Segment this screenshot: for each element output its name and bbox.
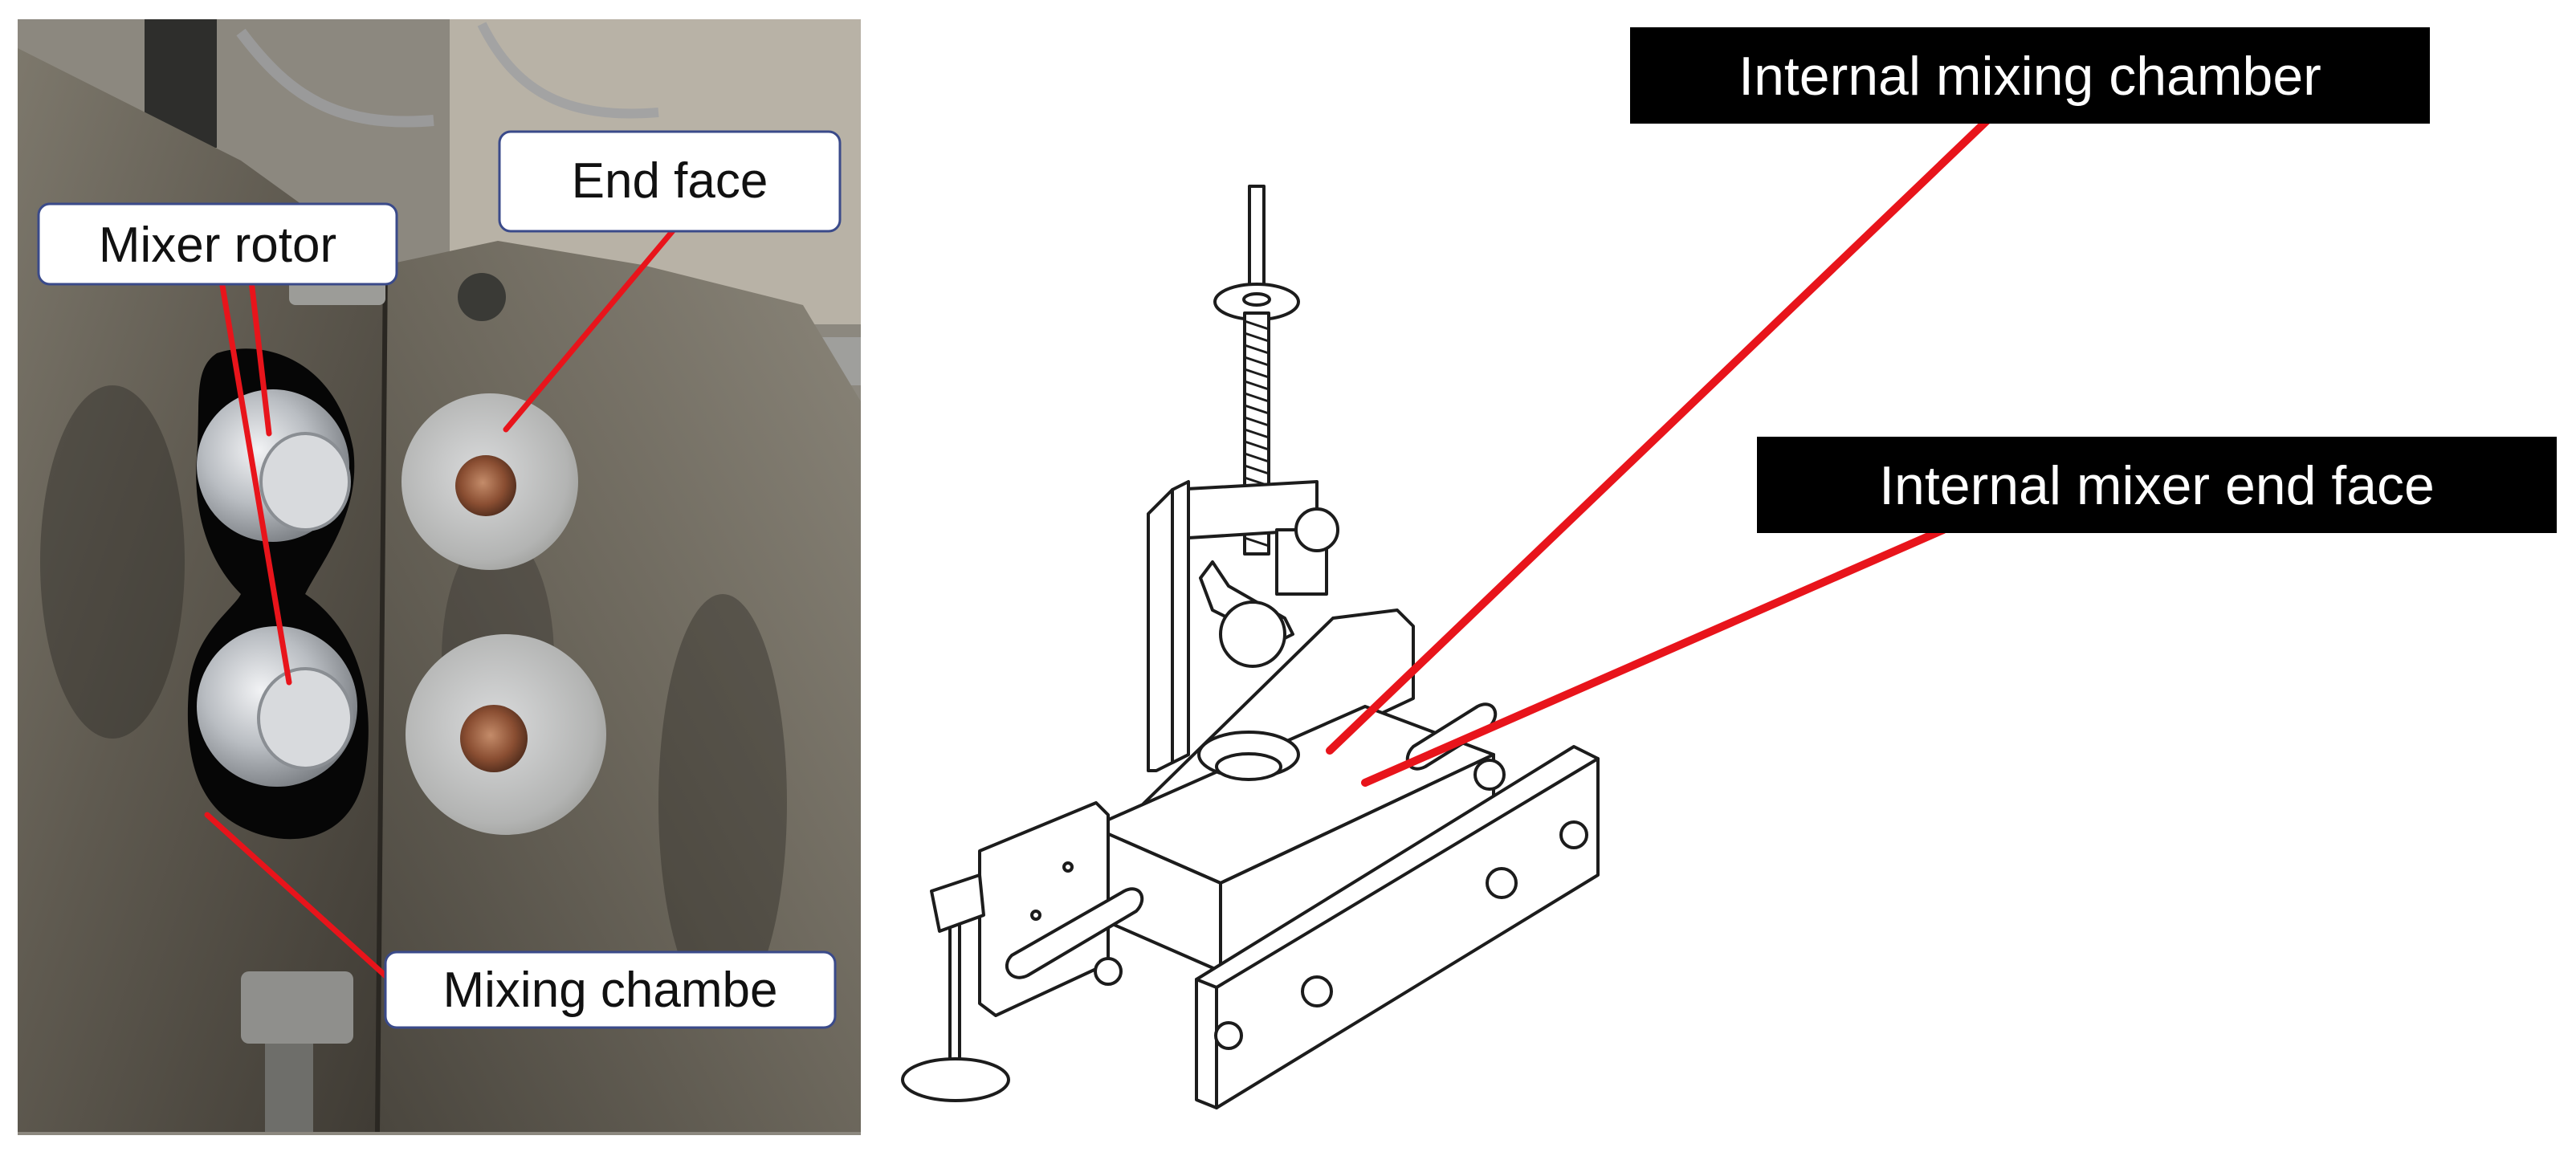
internal-mixing-chamber-leader (1326, 112, 1995, 755)
front-end-plate-face (1195, 978, 1218, 1109)
parting-seam (375, 264, 388, 1133)
mixer-rotor-label-box (37, 202, 398, 286)
mixer-rotor-leader-2 (218, 278, 292, 686)
latch-ring (1094, 957, 1123, 986)
screw-top-washer-hole (1242, 292, 1271, 307)
press-ram (1219, 600, 1286, 668)
rotor-lower-hub (257, 667, 353, 770)
mixing-chamber-label: Mixing chambe (443, 963, 778, 1018)
front-plate-bolt (1486, 867, 1518, 899)
front-plate-bolt (1214, 1021, 1243, 1050)
stand-foot (901, 1057, 1010, 1102)
stand-clamp (930, 873, 985, 933)
end-face-lower-bushing (460, 705, 528, 772)
top-bolt (458, 273, 506, 321)
end-face-upper-bushing (455, 455, 516, 516)
internal-mixer-end-face-label-box (1757, 437, 2557, 533)
mixer-rotor-label: Mixer rotor (99, 218, 336, 273)
mixer-rotor-leader-1 (248, 278, 272, 437)
front-end-plate-main (1215, 757, 1600, 1109)
left-plate-bolt (1030, 910, 1041, 921)
rotor-upper-hub (259, 432, 351, 531)
bottom-bolt (241, 971, 353, 1044)
end-face-label-box (498, 130, 842, 233)
equipment-photo: Mixer rotor End face Mixing chambe (18, 19, 861, 1135)
mixer-line-drawing: Internal mixing chamber Internal mixer e… (901, 27, 2557, 1109)
stand-rod (948, 914, 961, 1077)
screw-rod-tip (1248, 185, 1266, 300)
front-plate-latch (1473, 759, 1506, 791)
bottom-bolt-shaft (265, 1044, 313, 1132)
left-handle (1005, 887, 1144, 979)
end-face-label: End face (572, 153, 768, 209)
front-plate-bolt (1301, 975, 1333, 1007)
front-plate-bolt (1559, 820, 1588, 849)
internal-mixing-chamber-label: Internal mixing chamber (1738, 46, 2321, 107)
mixing-chamber-leader (204, 812, 393, 983)
left-end-plate (978, 801, 1110, 1017)
grime-patch (40, 385, 185, 739)
bracket-side (1171, 480, 1190, 764)
internal-mixer-end-face-label: Internal mixer end face (1879, 455, 2435, 516)
left-mixer-half (18, 48, 385, 1132)
hydraulic-hose (236, 28, 434, 128)
internal-mixing-chamber-label-box (1630, 27, 2430, 124)
hydraulic-hose-2 (477, 22, 659, 119)
feed-hopper-throat (1215, 752, 1282, 781)
left-plate-bolt (1062, 861, 1074, 873)
internal-mixer-end-face-leader (1361, 526, 1947, 787)
end-face-leader (503, 226, 678, 433)
clamp-knob (1294, 507, 1339, 552)
grime-patch (658, 594, 787, 1012)
mixing-chamber-label-box (384, 950, 837, 1029)
